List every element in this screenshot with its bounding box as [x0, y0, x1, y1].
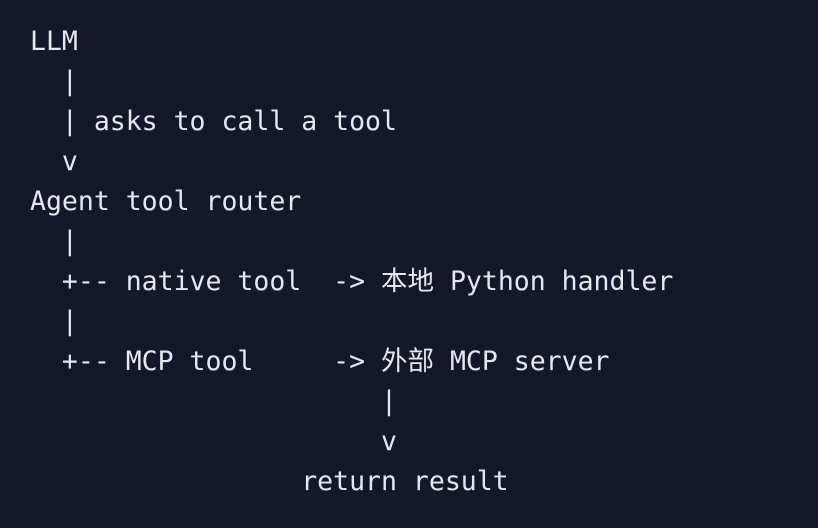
- diagram-line-native-tool: +-- native tool -> 本地 Python handler: [30, 266, 674, 297]
- diagram-line-connector: |: [30, 226, 78, 257]
- diagram-line-tool-request: | asks to call a tool: [30, 106, 397, 137]
- diagram-line-router: Agent tool router: [30, 186, 302, 217]
- diagram-line-arrow: v: [30, 426, 397, 457]
- diagram-line-mcp-tool: +-- MCP tool -> 外部 MCP server: [30, 346, 610, 377]
- diagram-line-connector: |: [30, 306, 78, 337]
- diagram-line-llm: LLM: [30, 26, 78, 57]
- diagram-line-result: return result: [30, 466, 509, 497]
- diagram-line-arrow: v: [30, 146, 78, 177]
- diagram-line-connector: |: [30, 386, 397, 417]
- diagram-line-connector: |: [30, 66, 78, 97]
